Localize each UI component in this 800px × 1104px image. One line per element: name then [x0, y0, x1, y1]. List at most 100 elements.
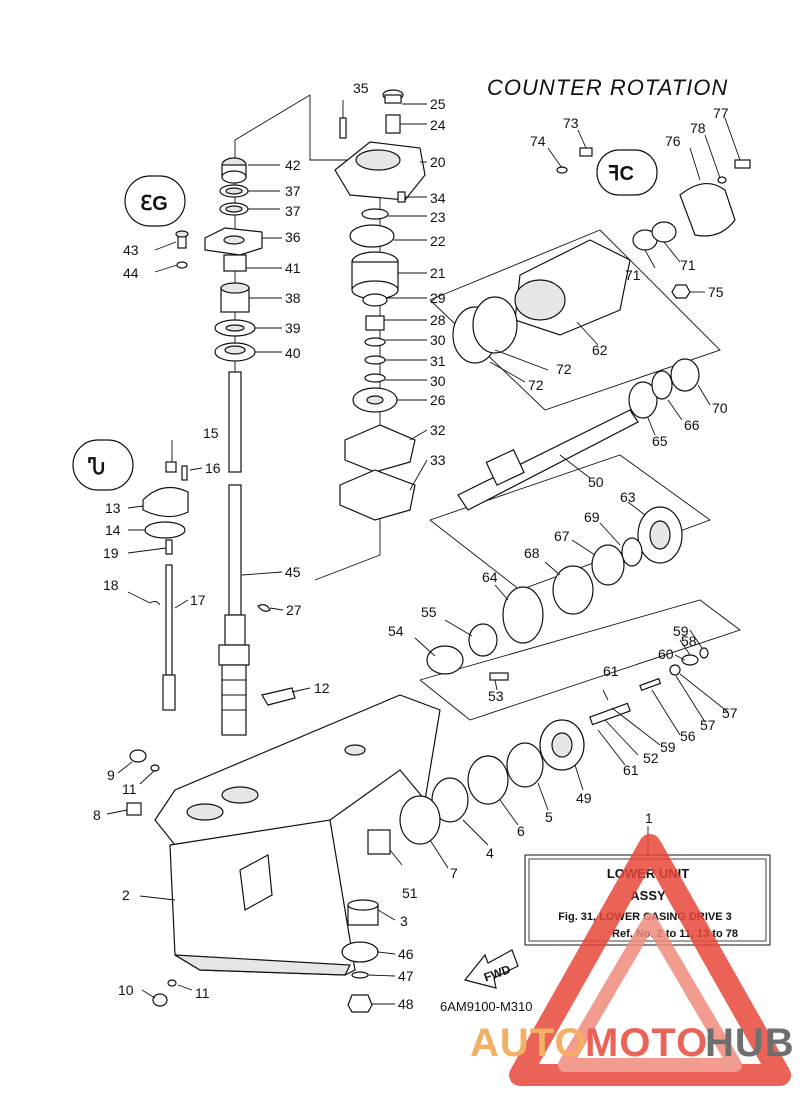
- info-line-2: ASSY: [630, 888, 666, 903]
- callout-74: 74: [530, 133, 546, 149]
- callout-4: 4: [486, 845, 494, 861]
- callout-48: 48: [398, 996, 414, 1012]
- propeller-shaft-housing: ꟻC: [452, 147, 751, 419]
- callout-11-lower: 11: [195, 985, 210, 1001]
- callout-30-lower: 30: [430, 373, 446, 389]
- callout-2: 2: [122, 887, 130, 903]
- shift-rod-assembly: Ⴠ: [72, 439, 189, 711]
- callout-16: 16: [205, 460, 221, 476]
- callout-43: 43: [123, 242, 139, 258]
- callout-40: 40: [285, 345, 301, 361]
- callout-57-inner: 57: [700, 717, 716, 733]
- watermark-triangle-icon: [509, 834, 791, 1086]
- callout-3: 3: [400, 913, 408, 929]
- callout-69: 69: [584, 509, 600, 525]
- callout-77: 77: [713, 105, 729, 121]
- callout-27: 27: [286, 602, 302, 618]
- callout-38: 38: [285, 290, 301, 306]
- callout-numbers: 2 3 4 5 6 7 8 9 10 11 11 12 13 14 15 16 …: [93, 80, 738, 1012]
- pinion-assembly: [341, 829, 391, 1013]
- callout-9: 9: [107, 767, 115, 783]
- callout-47: 47: [398, 968, 414, 984]
- callout-67: 67: [554, 528, 570, 544]
- callout-14: 14: [105, 522, 121, 538]
- svg-text:ℇG: ℇG: [140, 193, 168, 215]
- callout-76: 76: [665, 133, 681, 149]
- callout-12: 12: [314, 680, 330, 696]
- callout-52: 52: [643, 750, 659, 766]
- drive-shaft-assembly: ℇG: [124, 157, 271, 736]
- callout-42: 42: [285, 157, 301, 173]
- callout-73: 73: [563, 115, 579, 131]
- callout-5: 5: [545, 809, 553, 825]
- watermark-text-moto: MOTO: [585, 1021, 708, 1065]
- callout-61-upper: 61: [603, 663, 619, 679]
- water-pump-assembly: [334, 89, 426, 521]
- callout-60: 60: [658, 646, 674, 662]
- callout-23: 23: [430, 209, 446, 225]
- callout-45: 45: [285, 564, 301, 580]
- callout-18: 18: [103, 577, 119, 593]
- callout-78: 78: [690, 120, 706, 136]
- callout-10: 10: [118, 982, 134, 998]
- callout-19: 19: [103, 545, 119, 561]
- callout-46: 46: [398, 946, 414, 962]
- callout-35: 35: [353, 80, 369, 96]
- callout-71-right: 71: [680, 257, 696, 273]
- callout-37-upper: 37: [285, 183, 301, 199]
- callout-72-lower: 72: [528, 377, 544, 393]
- callout-28: 28: [430, 312, 446, 328]
- watermark-text-auto: AUTO: [470, 1021, 587, 1065]
- callout-32: 32: [430, 422, 446, 438]
- callout-26: 26: [430, 392, 446, 408]
- diagram-code: 6AM9100-M310: [440, 999, 533, 1014]
- diagram-title: COUNTER ROTATION: [487, 75, 728, 100]
- callout-11-upper: 11: [122, 781, 137, 797]
- forward-direction-arrow: FWD: [463, 949, 519, 989]
- callout-59-lower: 59: [660, 739, 676, 755]
- callout-61-lower: 61: [623, 762, 639, 778]
- callout-8: 8: [93, 807, 101, 823]
- callout-30-upper: 30: [430, 332, 446, 348]
- callout-63: 63: [620, 489, 636, 505]
- callout-56: 56: [680, 728, 696, 744]
- svg-text:Ⴠ: Ⴠ: [88, 457, 105, 479]
- callout-49: 49: [576, 790, 592, 806]
- callout-55: 55: [421, 604, 437, 620]
- watermark-logo: AUTO MOTO HUB: [470, 834, 794, 1086]
- callout-64: 64: [482, 569, 498, 585]
- callout-1: 1: [645, 810, 653, 826]
- callout-31: 31: [430, 353, 446, 369]
- callout-62: 62: [592, 342, 608, 358]
- callout-44: 44: [123, 265, 139, 281]
- callout-15: 15: [203, 425, 219, 441]
- callout-17: 17: [190, 592, 206, 608]
- info-line-4: Ref. No. 2 to 11, 13 to 78: [612, 928, 738, 940]
- callout-22: 22: [430, 233, 446, 249]
- callout-54: 54: [388, 623, 404, 639]
- callout-58: 58: [681, 633, 697, 649]
- leader-lines: [106, 100, 741, 1005]
- callout-51: 51: [402, 885, 418, 901]
- callout-21: 21: [430, 265, 446, 281]
- callout-39: 39: [285, 320, 301, 336]
- callout-20: 20: [430, 154, 446, 170]
- callout-59-upper: 59: [673, 623, 689, 639]
- svg-text:ꟻC: ꟻC: [608, 163, 634, 185]
- callout-41: 41: [285, 260, 301, 276]
- callout-66: 66: [684, 417, 700, 433]
- callout-75: 75: [708, 284, 724, 300]
- forward-gear-stack: [502, 506, 683, 644]
- callout-33: 33: [430, 452, 446, 468]
- reverse-gear-stack: [399, 742, 544, 845]
- callout-36: 36: [285, 229, 301, 245]
- callout-29: 29: [430, 290, 446, 306]
- callout-24: 24: [430, 117, 446, 133]
- callout-53: 53: [488, 688, 504, 704]
- callout-68: 68: [524, 545, 540, 561]
- callout-25: 25: [430, 96, 446, 112]
- callout-50: 50: [588, 474, 604, 490]
- callout-34: 34: [430, 190, 446, 206]
- callout-70: 70: [712, 400, 728, 416]
